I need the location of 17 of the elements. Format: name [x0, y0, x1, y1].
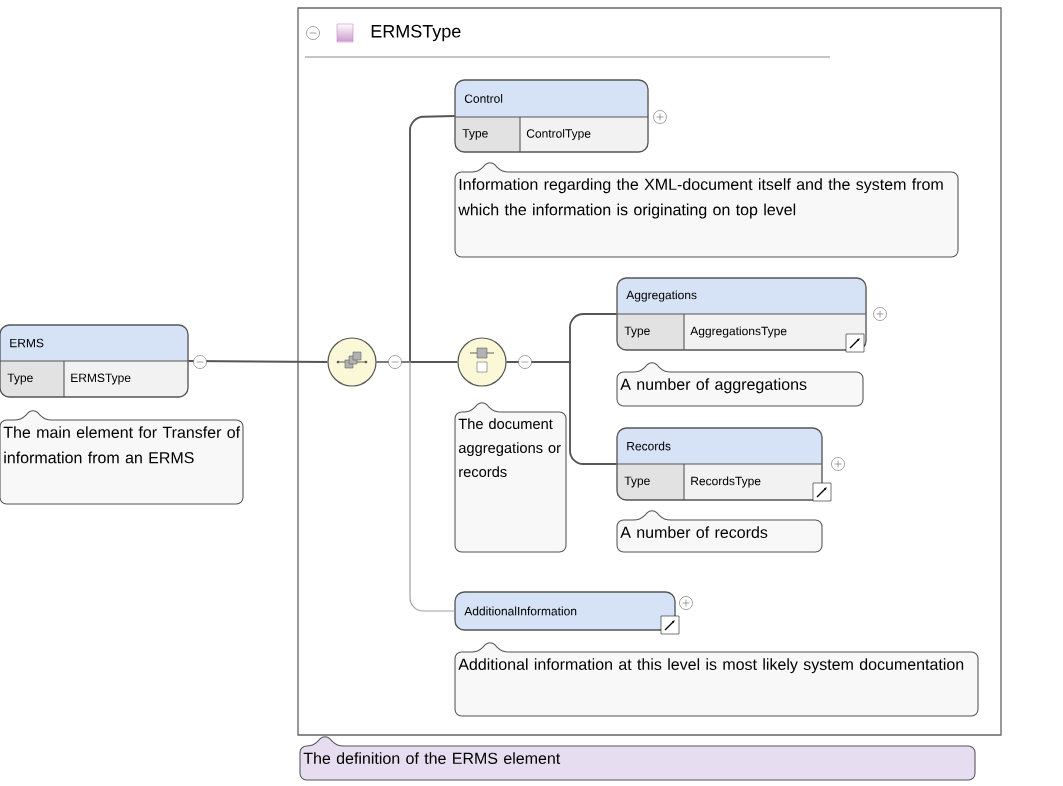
annotation-callout: The main element for Transfer of information from an ERMS — [0, 410, 244, 505]
element-box: Records Type RecordsType — [616, 427, 823, 501]
compositor-circle — [457, 337, 507, 387]
annotation-callout: The definition of the ERMS element — [299, 736, 976, 781]
element-box: ERMS Type ERMSType — [0, 324, 189, 398]
element-box: Aggregations Type AggregationsType — [616, 277, 867, 351]
element-box: AdditionalInformation — [454, 591, 676, 631]
annotation-callout: A number of aggregations — [616, 362, 864, 407]
annotation-callout: The document aggregations or records — [454, 402, 567, 553]
connector-line — [187, 360, 329, 363]
connector-line — [376, 361, 456, 612]
connector-line — [505, 361, 618, 465]
annotation-callout: Additional information at this level is most likely system documentation — [454, 642, 979, 717]
annotation-callout: A number of records — [616, 510, 823, 553]
compositor-circle — [327, 337, 377, 387]
element-box: Control Type ControlType — [454, 79, 649, 153]
annotation-callout: Information regarding the XML-document itself and the system from which the information is originating on top level — [454, 162, 959, 258]
